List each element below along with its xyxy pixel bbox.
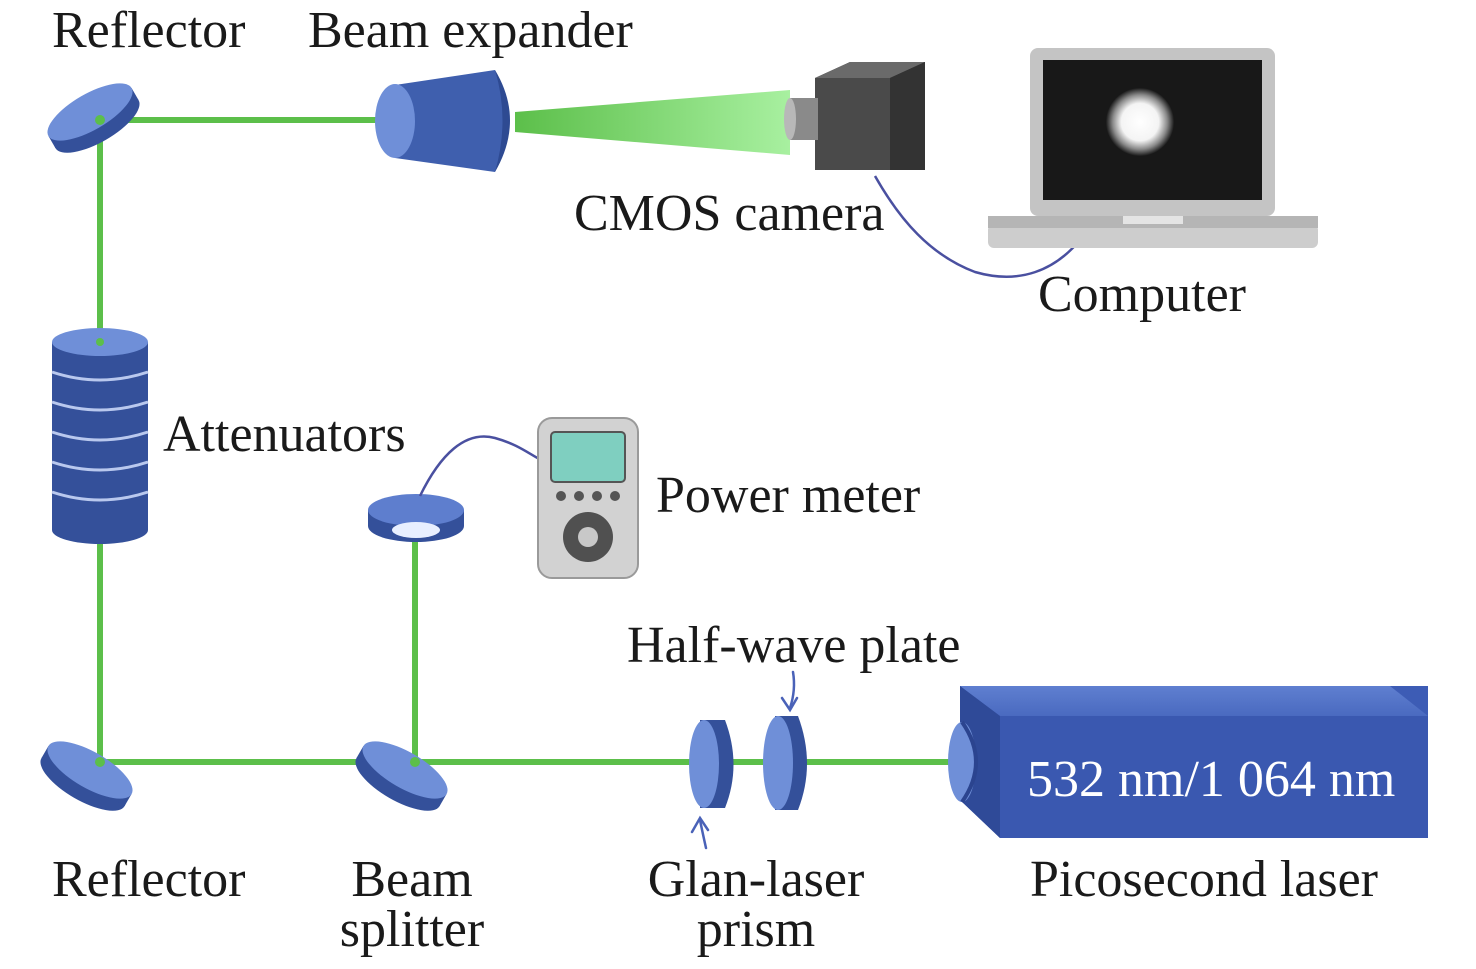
label-glan-prism-line2: prism	[697, 901, 815, 958]
label-picosecond-laser: Picosecond laser	[1030, 851, 1378, 908]
label-cmos-camera: CMOS camera	[574, 185, 884, 242]
cmos-camera	[784, 62, 925, 170]
label-reflector-top: Reflector	[52, 2, 245, 59]
power-meter-detector	[368, 494, 464, 542]
camera-cable	[873, 175, 1081, 278]
label-beam-splitter-line1: Beam	[351, 851, 472, 908]
beam-hit-point	[410, 757, 420, 767]
beam-splitter	[355, 741, 448, 811]
beam-hit-point	[95, 757, 105, 767]
half-wave-plate	[763, 716, 807, 810]
label-computer: Computer	[1038, 266, 1246, 323]
label-laser-wavelength: 532 nm/1 064 nm	[1027, 751, 1395, 808]
reflector-bottom	[40, 741, 133, 811]
label-power-meter: Power meter	[656, 467, 920, 524]
label-glan-prism-line1: Glan-laser	[648, 851, 865, 908]
computer-laptop	[988, 48, 1318, 248]
picosecond-laser	[948, 686, 1428, 838]
beam-hit-point	[95, 115, 105, 125]
pointer-arrows	[690, 670, 799, 850]
label-beam-splitter-line2: splitter	[340, 901, 484, 958]
label-reflector-bottom: Reflector	[52, 851, 245, 908]
label-half-wave-plate: Half-wave plate	[627, 617, 960, 674]
power-meter-cable	[418, 435, 546, 497]
attenuators-stack	[51, 328, 149, 544]
label-beam-expander: Beam expander	[308, 2, 633, 59]
labels: Reflector Beam expander CMOS camera Comp…	[52, 2, 1395, 958]
expanded-beam-cone	[515, 90, 790, 155]
laser-beam-path	[97, 117, 958, 765]
reflector-top	[47, 83, 140, 153]
beam-expander	[375, 70, 510, 172]
glan-laser-prism	[689, 720, 734, 808]
power-meter-device	[537, 417, 639, 579]
label-attenuators: Attenuators	[163, 406, 406, 463]
laser-spot-image	[1106, 88, 1174, 156]
